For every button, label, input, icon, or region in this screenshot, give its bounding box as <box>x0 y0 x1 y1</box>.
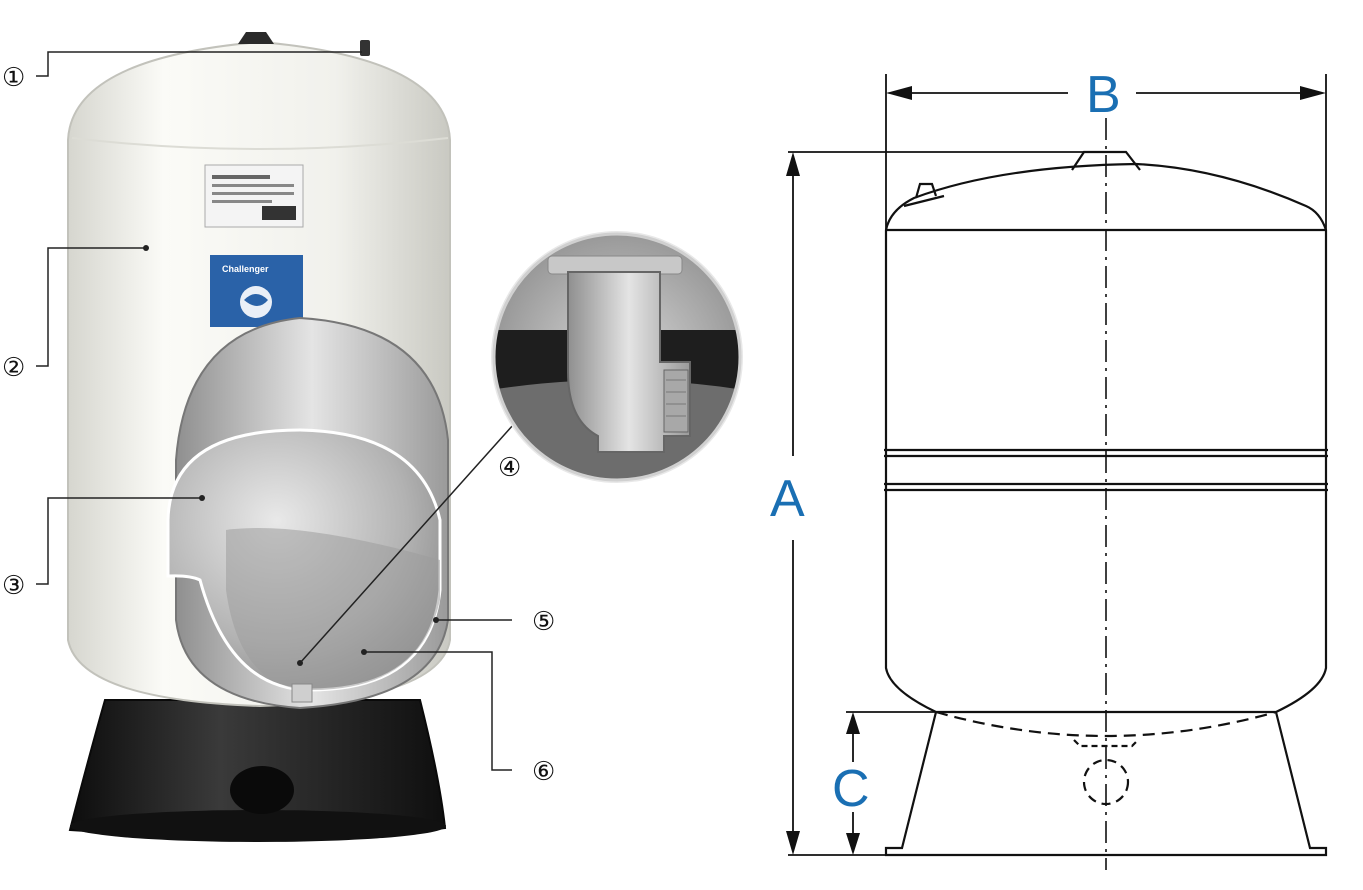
air-valve <box>360 40 370 56</box>
dim-b-arrow-right <box>1300 86 1326 100</box>
dimension-drawing <box>788 74 1328 870</box>
inset-elbow-fitting <box>567 271 691 453</box>
drawing-base <box>884 711 1328 857</box>
dim-a-arrow-bottom <box>786 831 800 855</box>
drawing-air-valve <box>914 182 938 199</box>
leader-3 <box>36 497 202 585</box>
barcode <box>262 206 296 220</box>
dim-label-b: B <box>1086 66 1121 124</box>
base-drain-hole <box>230 766 294 814</box>
callout-1: ① <box>2 63 25 93</box>
leader-4 <box>299 414 523 664</box>
drawing-vessel-outline <box>884 162 1328 714</box>
callout-4: ④ <box>498 453 521 483</box>
dim-a-arrow-top <box>786 152 800 176</box>
callout-6: ⑥ <box>532 757 555 787</box>
inset-thread <box>663 369 689 433</box>
water-chamber <box>226 528 440 690</box>
rating-plate-text <box>212 175 270 179</box>
top-dome-seam <box>71 137 449 150</box>
leader-6 <box>364 651 512 771</box>
callout-dots <box>143 245 439 666</box>
drawing-hidden-bottom-dome <box>935 710 1277 738</box>
leader-2 <box>36 247 146 367</box>
fitting-detail-inset <box>491 231 743 483</box>
bottom-connection <box>291 683 313 703</box>
tank-illustration: Challenger <box>67 32 451 842</box>
brand-label-text: Challenger <box>222 264 269 274</box>
callout-5: ⑤ <box>532 607 555 637</box>
callout-2: ② <box>2 353 25 383</box>
base-bottom-rim <box>70 810 446 842</box>
dimension-arrowheads <box>786 86 1326 855</box>
dim-c-arrow-bottom <box>846 833 860 855</box>
leader-1 <box>36 51 362 77</box>
drawing-top-port <box>1071 150 1141 171</box>
callout-leaders <box>36 51 523 771</box>
callout-3: ③ <box>2 571 25 601</box>
dim-c-arrow-top <box>846 712 860 734</box>
top-port-fitting <box>238 32 274 44</box>
dim-label-c: C <box>832 760 870 818</box>
dim-b-arrow-left <box>886 86 912 100</box>
dim-label-a: A <box>770 470 805 528</box>
